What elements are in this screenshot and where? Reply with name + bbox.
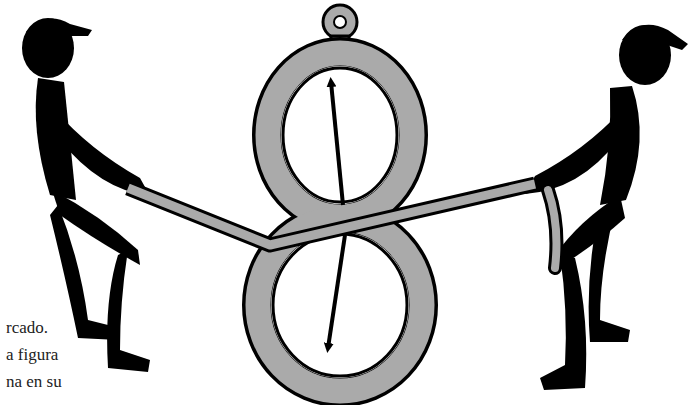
right-figure	[525, 25, 688, 390]
text-fragment: na en su	[4, 372, 64, 392]
text-fragment: rcado.	[4, 318, 50, 338]
rope	[128, 184, 556, 268]
figure-eight-flask	[258, 5, 422, 391]
text-fragment: a figura	[4, 345, 60, 365]
